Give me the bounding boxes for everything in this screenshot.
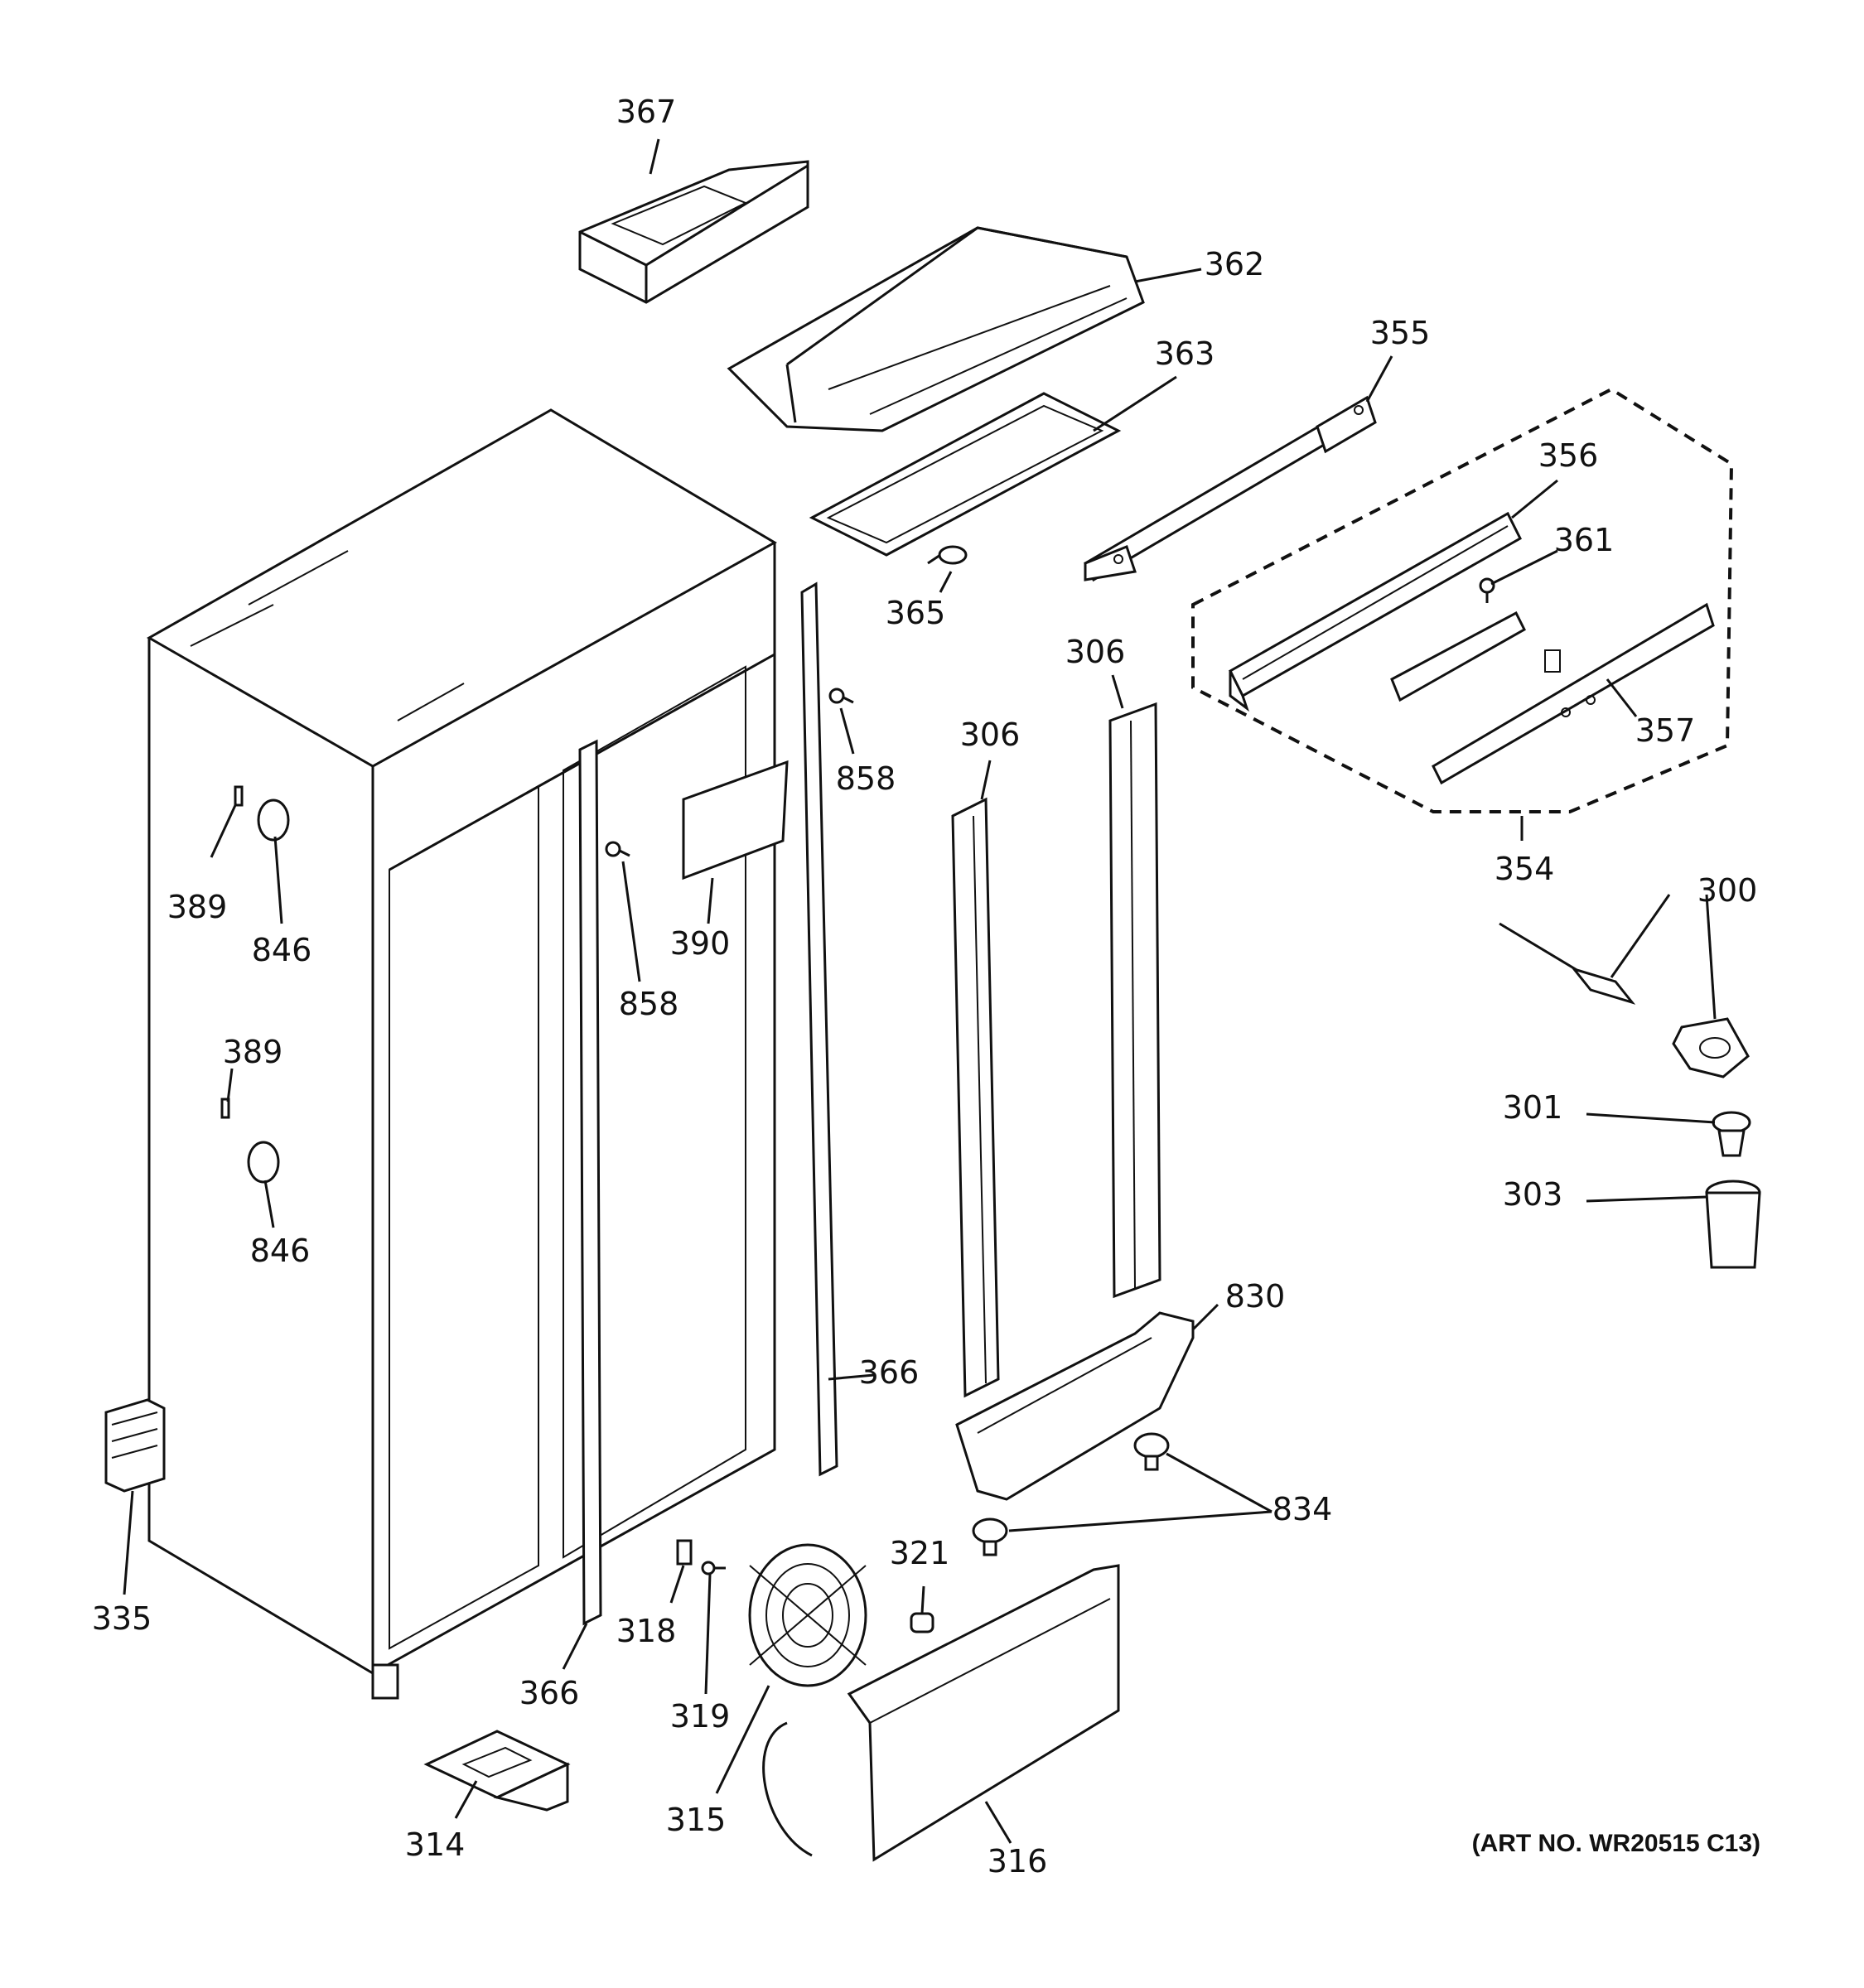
part-389-pin-lower bbox=[220, 1098, 230, 1119]
callout-356: 356 bbox=[1538, 437, 1599, 474]
art-number: (ART NO. WR20515 C13) bbox=[1472, 1830, 1760, 1857]
callout-389-upper: 389 bbox=[167, 889, 228, 925]
callout-316: 316 bbox=[988, 1843, 1048, 1879]
callout-301: 301 bbox=[1503, 1089, 1563, 1126]
callout-834: 834 bbox=[1272, 1491, 1333, 1527]
part-319-screw bbox=[701, 1561, 726, 1575]
callout-361: 361 bbox=[1554, 522, 1615, 558]
part-314-plate bbox=[423, 1730, 571, 1812]
part-354-control-group bbox=[1191, 387, 1734, 813]
part-301-cap bbox=[1712, 1111, 1751, 1157]
callout-303: 303 bbox=[1503, 1176, 1563, 1213]
callout-306-right: 306 bbox=[1065, 634, 1126, 670]
part-830-bracket bbox=[955, 1311, 1195, 1501]
callout-367: 367 bbox=[616, 94, 677, 130]
part-366-strip-front bbox=[578, 739, 602, 1626]
part-366-strip-back bbox=[800, 581, 838, 1477]
callout-858-lower: 858 bbox=[619, 986, 679, 1022]
callout-labels: 367 362 363 355 356 361 365 306 306 357 … bbox=[92, 94, 1758, 1879]
callout-354: 354 bbox=[1495, 851, 1555, 887]
part-363-frame bbox=[809, 392, 1122, 557]
leader-lines bbox=[123, 138, 1717, 1844]
callout-319: 319 bbox=[670, 1698, 731, 1735]
callout-357: 357 bbox=[1635, 712, 1696, 749]
part-316-cover bbox=[847, 1564, 1120, 1862]
part-318-clip bbox=[676, 1539, 693, 1566]
part-846-vent-lower bbox=[247, 1141, 280, 1184]
part-834-bulb-lower bbox=[972, 1518, 1008, 1556]
callout-846-upper: 846 bbox=[252, 932, 312, 968]
part-389-pin-upper bbox=[234, 785, 244, 807]
part-321-fitting bbox=[910, 1612, 934, 1633]
part-306-rail-right bbox=[1108, 702, 1161, 1299]
callout-363: 363 bbox=[1155, 335, 1215, 372]
callout-300: 300 bbox=[1697, 872, 1758, 909]
callout-306-left: 306 bbox=[960, 717, 1021, 753]
part-303-cup bbox=[1705, 1180, 1761, 1269]
part-367-box bbox=[578, 160, 809, 304]
part-362-housing bbox=[727, 226, 1145, 432]
callout-830: 830 bbox=[1225, 1278, 1286, 1315]
callout-355: 355 bbox=[1370, 315, 1431, 351]
callout-846-lower: 846 bbox=[250, 1233, 311, 1269]
part-361-screw bbox=[1479, 577, 1495, 603]
callout-335: 335 bbox=[92, 1600, 152, 1637]
callout-366-back: 366 bbox=[859, 1354, 920, 1391]
callout-315: 315 bbox=[666, 1802, 727, 1838]
part-858-screw-lower bbox=[605, 841, 630, 857]
callout-314: 314 bbox=[405, 1826, 466, 1863]
part-834-bulb-upper bbox=[1133, 1432, 1170, 1471]
callout-389-lower: 389 bbox=[223, 1034, 283, 1070]
part-315-fan bbox=[748, 1543, 867, 1857]
callout-390: 390 bbox=[670, 925, 731, 962]
callout-362: 362 bbox=[1205, 246, 1265, 282]
part-300-sensor bbox=[1499, 922, 1750, 1078]
part-365-terminal bbox=[927, 545, 968, 565]
part-335-grille bbox=[104, 1398, 166, 1493]
callout-318: 318 bbox=[616, 1613, 677, 1649]
part-390-plate bbox=[682, 760, 789, 881]
part-858-screw-upper bbox=[828, 688, 854, 704]
part-355-bracket bbox=[1084, 395, 1377, 582]
callout-858-upper: 858 bbox=[836, 760, 896, 797]
part-306-rail-left bbox=[951, 797, 1000, 1398]
callout-365: 365 bbox=[886, 595, 946, 631]
callout-366-front: 366 bbox=[519, 1675, 580, 1711]
part-846-vent-upper bbox=[257, 799, 290, 842]
callout-321: 321 bbox=[890, 1535, 950, 1571]
